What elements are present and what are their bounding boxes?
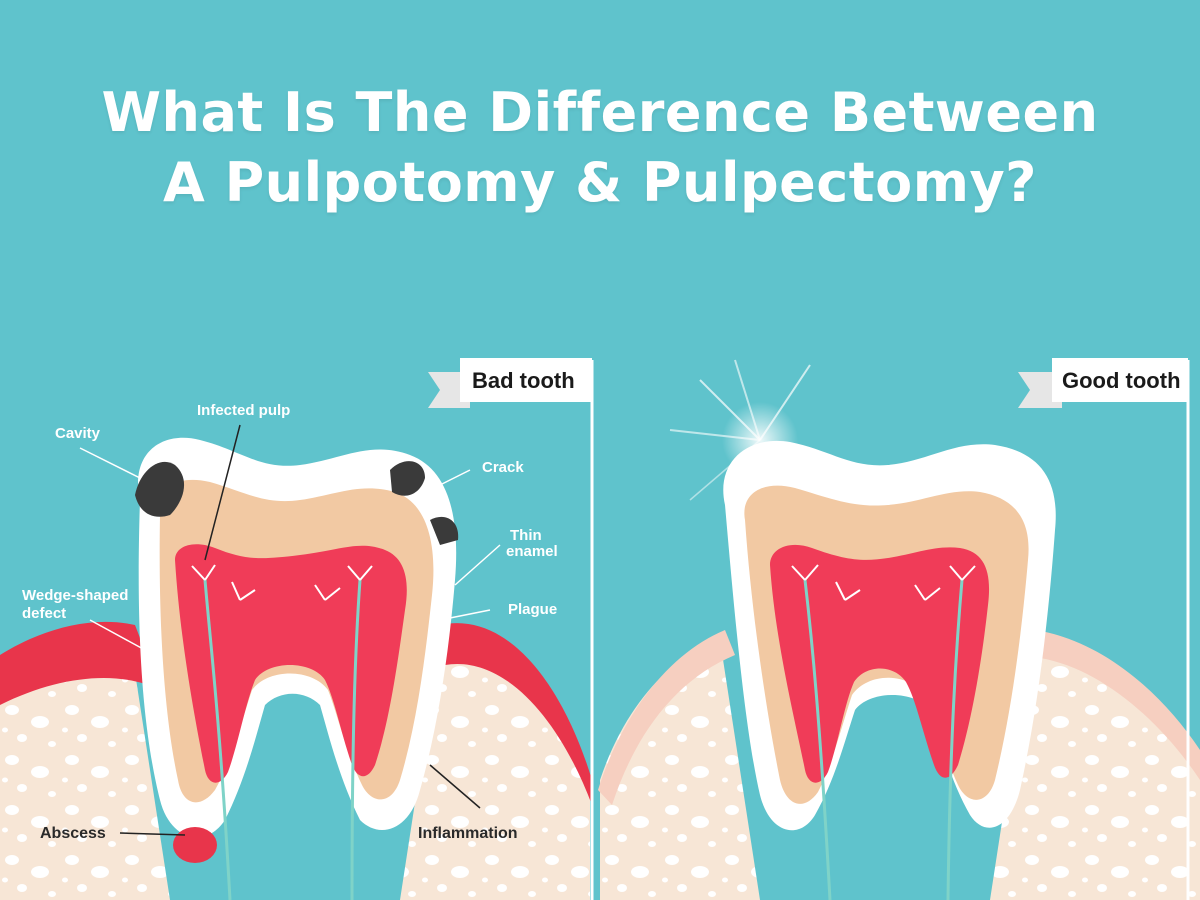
- bad-tooth-illustration: Cavity Infected pulp Crack Thin enamel P…: [0, 358, 592, 900]
- abscess-blob: [173, 827, 217, 863]
- label-plague: Plague: [508, 601, 557, 618]
- label-crack: Crack: [482, 459, 524, 476]
- bad-pulp: [175, 544, 407, 782]
- good-tooth-illustration: Good tooth: [598, 358, 1200, 900]
- good-flag-label: Good tooth: [1062, 368, 1181, 393]
- label-thin-enamel-2: enamel: [506, 543, 558, 560]
- label-wedge-1: Wedge-shaped: [22, 587, 128, 604]
- label-cavity: Cavity: [55, 425, 101, 442]
- label-wedge-2: defect: [22, 605, 66, 622]
- label-inflammation: Inflammation: [418, 825, 518, 842]
- label-abscess: Abscess: [40, 825, 106, 842]
- bad-flag-label: Bad tooth: [472, 368, 575, 393]
- label-infected-pulp: Infected pulp: [197, 402, 290, 419]
- label-thin-enamel-1: Thin: [510, 527, 542, 544]
